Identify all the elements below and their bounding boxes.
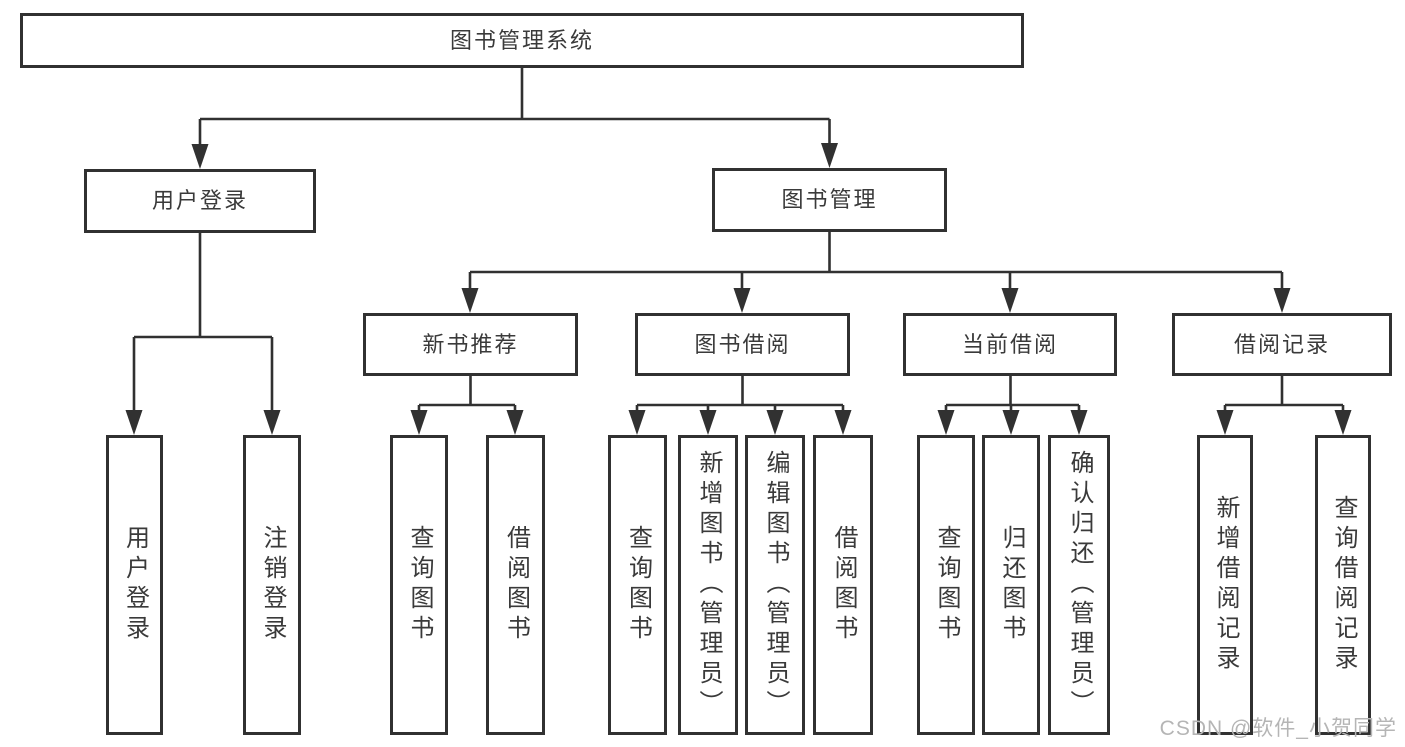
arrow-icon <box>733 288 751 313</box>
leaf-label: 查询借阅记录 <box>1330 495 1357 675</box>
leaf-user-login: 用户登录 <box>106 435 163 735</box>
arrow-icon <box>125 410 143 435</box>
node-current-borrow: 当前借阅 <box>903 313 1117 376</box>
leaf-label: 查询图书 <box>406 525 433 645</box>
leaf-label: 借阅图书 <box>830 525 857 645</box>
node-label: 图书管理系统 <box>449 27 594 53</box>
leaf-label: 查询图书 <box>933 525 960 645</box>
connector-book-borrow-branch <box>635 375 845 414</box>
leaf-br-query-borrow-record: 查询借阅记录 <box>1315 435 1371 735</box>
arrow-icon <box>461 288 479 313</box>
leaf-bb-query-books: 查询图书 <box>608 435 667 735</box>
connector-root-to-level2 <box>198 68 831 147</box>
arrow-icon <box>191 144 209 169</box>
arrow-icon <box>506 410 524 435</box>
arrow-icon <box>699 410 717 435</box>
node-label: 当前借阅 <box>961 331 1058 357</box>
connector-current-borrow-branch <box>944 375 1081 414</box>
arrow-icon <box>1216 410 1234 435</box>
node-label: 图书借阅 <box>694 331 791 357</box>
connector-user-login-branch <box>132 233 274 413</box>
leaf-label: 归还图书 <box>998 525 1025 645</box>
arrow-icon <box>263 410 281 435</box>
arrow-icon <box>1334 410 1352 435</box>
node-label: 用户登录 <box>151 188 248 213</box>
leaf-logout-login: 注销登录 <box>243 435 301 735</box>
arrow-icon <box>766 410 784 435</box>
leaf-label: 确认归还（管理员） <box>1066 450 1093 720</box>
leaf-cb-return-books: 归还图书 <box>982 435 1040 735</box>
leaf-bb-borrow-books: 借阅图书 <box>813 435 873 735</box>
connector-borrow-records-branch <box>1223 375 1345 414</box>
arrow-icon <box>1001 288 1019 313</box>
arrow-icon <box>937 410 955 435</box>
leaf-bb-add-books-admin: 新增图书（管理员） <box>678 435 738 735</box>
node-label: 新书推荐 <box>422 331 519 357</box>
leaf-cb-confirm-return-admin: 确认归还（管理员） <box>1048 435 1110 735</box>
arrow-icon <box>628 410 646 435</box>
node-label: 借阅记录 <box>1233 331 1330 357</box>
arrow-icon <box>1273 288 1291 313</box>
watermark: CSDN @软件_小贺同学 <box>1159 717 1397 740</box>
leaf-label: 借阅图书 <box>502 525 530 645</box>
arrow-icon <box>1002 410 1020 435</box>
node-book-borrow: 图书借阅 <box>635 313 850 376</box>
arrow-icon <box>834 410 852 435</box>
arrow-icon <box>1070 410 1088 435</box>
leaf-label: 新增借阅记录 <box>1212 495 1239 675</box>
node-book-management: 图书管理 <box>712 168 947 232</box>
arrow-icon <box>410 410 428 435</box>
leaf-label: 注销登录 <box>259 525 286 645</box>
leaf-label: 用户登录 <box>121 525 149 645</box>
arrow-icon <box>821 143 838 168</box>
node-borrow-records: 借阅记录 <box>1172 313 1392 376</box>
leaf-nb-query-books: 查询图书 <box>390 435 448 735</box>
node-new-book-recommend: 新书推荐 <box>363 313 578 376</box>
leaf-label: 编辑图书（管理员） <box>762 450 789 720</box>
leaf-br-add-borrow-record: 新增借阅记录 <box>1197 435 1253 735</box>
connector-new-book-branch <box>417 375 517 414</box>
leaf-label: 查询图书 <box>624 525 652 645</box>
leaf-nb-borrow-books: 借阅图书 <box>486 435 545 735</box>
leaf-cb-query-books: 查询图书 <box>917 435 975 735</box>
leaf-bb-edit-books-admin: 编辑图书（管理员） <box>745 435 805 735</box>
node-user-login: 用户登录 <box>84 169 316 233</box>
node-library-management-system: 图书管理系统 <box>20 13 1024 68</box>
node-label: 图书管理 <box>781 187 878 212</box>
leaf-label: 新增图书（管理员） <box>695 450 722 720</box>
connector-book-mgmt-branch <box>468 232 1284 291</box>
arrowheads <box>125 143 1352 435</box>
